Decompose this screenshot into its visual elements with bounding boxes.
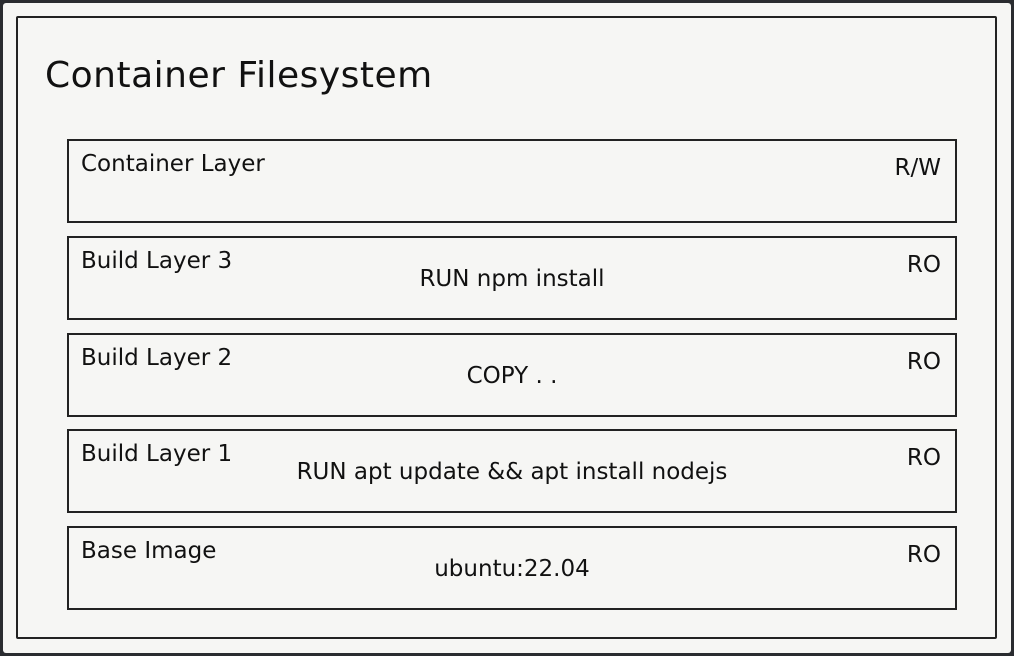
diagram-title: Container Filesystem — [45, 55, 433, 96]
layer-mode: RO — [906, 445, 941, 471]
layer-command: RUN npm install — [419, 266, 605, 292]
layer-name: Container Layer — [81, 151, 265, 177]
layer-command: RUN apt update && apt install nodejs — [296, 459, 728, 485]
layer-name: Build Layer 2 — [81, 345, 233, 371]
layer-container: Container Layer R/W — [67, 139, 957, 223]
layer-mode: RO — [906, 349, 941, 375]
layer-name: Base Image — [81, 538, 217, 564]
layer-mode: R/W — [894, 155, 941, 181]
layer-mode: RO — [906, 252, 941, 278]
diagram-canvas: Container Filesystem Container Layer R/W… — [3, 3, 1011, 653]
layer-build-1: Build Layer 1 RUN apt update && apt inst… — [67, 429, 957, 513]
layer-name: Build Layer 3 — [81, 248, 233, 274]
layer-build-3: Build Layer 3 RUN npm install RO — [67, 236, 957, 320]
layer-name: Build Layer 1 — [81, 441, 233, 467]
layer-build-2: Build Layer 2 COPY . . RO — [67, 333, 957, 417]
layer-command: COPY . . — [466, 363, 558, 389]
layer-command: ubuntu:22.04 — [434, 556, 590, 582]
layer-base-image: Base Image ubuntu:22.04 RO — [67, 526, 957, 610]
container-filesystem-box — [16, 16, 997, 639]
layer-mode: RO — [906, 542, 941, 568]
